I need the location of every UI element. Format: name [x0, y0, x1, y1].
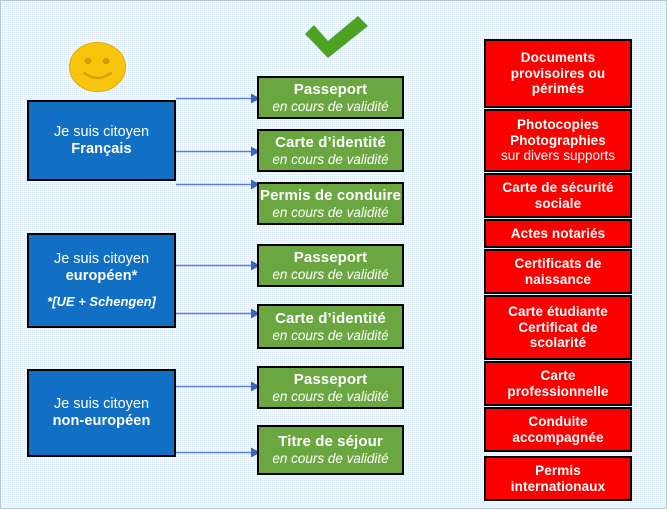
refused-doc-line1: Actes notariés	[510, 225, 606, 241]
green-checkmark-icon	[300, 14, 372, 59]
citizen-line2: non-européen	[52, 413, 151, 429]
citizen-box-european[interactable]: Je suis citoyen européen* *[UE + Schenge…	[27, 233, 176, 328]
connector-arrow	[176, 179, 260, 190]
refused-doc-box[interactable]: Permis internationaux	[484, 456, 632, 501]
refused-doc-line2: sociale	[534, 195, 582, 211]
accepted-doc-subtitle: en cours de validité	[272, 204, 389, 220]
refused-doc-line2: naissance	[524, 271, 592, 287]
accepted-doc-box[interactable]: Carte d’identité en cours de validité	[257, 304, 404, 349]
refused-doc-line1: Certificats de	[514, 256, 602, 272]
connector-arrow	[176, 447, 260, 458]
refused-doc-box[interactable]: Conduite accompagnée	[484, 407, 632, 452]
refused-doc-line1: Permis	[535, 463, 581, 479]
citizen-line2: européen*	[65, 267, 138, 284]
citizen-box-non-european[interactable]: Je suis citoyen non-européen	[27, 369, 176, 457]
accepted-doc-subtitle: en cours de validité	[272, 151, 389, 167]
refused-doc-line2: professionnelle	[507, 383, 609, 399]
refused-doc-line1: Carte de sécurité	[502, 180, 614, 196]
accepted-doc-title: Passeport	[293, 80, 368, 98]
citizen-line1: Je suis citoyen	[53, 123, 150, 140]
refused-doc-line1: Carte	[540, 368, 576, 384]
refused-doc-box[interactable]: Certificats de naissance	[484, 249, 632, 294]
accepted-doc-box[interactable]: Passeport en cours de validité	[257, 244, 404, 287]
refused-doc-line2: accompagnée	[512, 429, 604, 445]
accepted-doc-title: Carte d’identité	[275, 309, 386, 327]
accepted-doc-box[interactable]: Passeport en cours de validité	[257, 76, 404, 119]
accepted-doc-title: Passeport	[293, 370, 368, 388]
refused-doc-box[interactable]: Carte professionnelle	[484, 361, 632, 406]
refused-doc-line2: internationaux	[510, 478, 606, 494]
accepted-doc-title: Titre de séjour	[278, 433, 383, 451]
accepted-doc-subtitle: en cours de validité	[272, 266, 389, 282]
accepted-doc-box[interactable]: Passeport en cours de validité	[257, 366, 404, 409]
accepted-doc-title: Permis de conduire	[259, 186, 401, 204]
refused-doc-box[interactable]: Carte de sécurité sociale	[484, 173, 632, 218]
accepted-doc-title: Passeport	[293, 248, 368, 266]
refused-doc-line1: Conduite	[528, 414, 588, 430]
refused-doc-line3: scolarité	[529, 335, 587, 351]
refused-doc-line3: sur divers supports	[500, 148, 616, 164]
refused-doc-line1: Carte étudiante	[508, 304, 608, 320]
refused-doc-line1: Photocopies	[516, 117, 600, 133]
refused-doc-box[interactable]: Photocopies Photographies sur divers sup…	[484, 109, 632, 172]
accepted-doc-subtitle: en cours de validité	[272, 388, 389, 404]
refused-doc-box[interactable]: Actes notariés	[484, 219, 632, 248]
citizen-box-french[interactable]: Je suis citoyen Français	[27, 100, 176, 181]
connector-arrow	[176, 260, 260, 271]
accepted-doc-subtitle: en cours de validité	[272, 327, 389, 343]
smiley-face-icon	[69, 42, 126, 92]
connector-arrow	[176, 381, 260, 392]
refused-doc-line1: Documents	[520, 50, 596, 66]
refused-doc-line2: Photographies	[510, 132, 606, 148]
citizen-line1: Je suis citoyen	[53, 396, 150, 413]
refused-doc-line2: provisoires ou	[510, 65, 606, 81]
citizen-line1: Je suis citoyen	[53, 251, 150, 268]
citizen-note: *[UE + Schengen]	[47, 294, 156, 310]
connector-arrow	[176, 146, 260, 157]
connector-arrow	[176, 308, 260, 319]
refused-doc-box[interactable]: Carte étudiante Certificat de scolarité	[484, 295, 632, 360]
connector-arrow	[176, 93, 260, 104]
accepted-doc-box[interactable]: Titre de séjour en cours de validité	[257, 425, 404, 475]
accepted-doc-box[interactable]: Carte d’identité en cours de validité	[257, 129, 404, 172]
accepted-doc-title: Carte d’identité	[275, 133, 386, 151]
accepted-doc-box[interactable]: Permis de conduire en cours de validité	[257, 182, 404, 225]
accepted-doc-subtitle: en cours de validité	[272, 451, 389, 467]
refused-doc-box[interactable]: Documents provisoires ou périmés	[484, 39, 632, 108]
refused-doc-line3: périmés	[531, 81, 585, 97]
citizen-line2: Français	[71, 140, 132, 157]
accepted-doc-subtitle: en cours de validité	[272, 98, 389, 114]
refused-doc-line2: Certificat de	[518, 319, 598, 335]
